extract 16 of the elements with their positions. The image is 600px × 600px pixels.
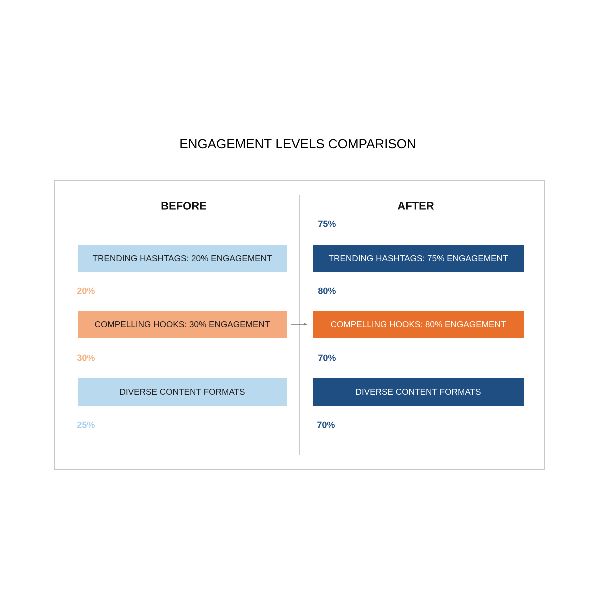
percentage-value: 30% xyxy=(77,354,95,362)
bar-box: TRENDING HASHTAGS: 20% ENGAGEMENT xyxy=(78,245,287,272)
column-heading: BEFORE xyxy=(162,202,206,210)
percentage-value: 20% xyxy=(78,288,95,294)
title: ENGAGEMENT LEVELS COMPARISON xyxy=(180,139,416,149)
column-heading: AFTER xyxy=(398,202,434,210)
bar-box: COMPELLING HOOKS: 80% ENGAGEMENT xyxy=(313,311,524,338)
bar-box: COMPELLING HOOKS: 30% ENGAGEMENT xyxy=(78,311,287,338)
percentage-value: 75% xyxy=(318,220,336,228)
percentage-value: 25% xyxy=(78,422,95,428)
percentage-value: 70% xyxy=(318,354,336,362)
bar-box: TRENDING HASHTAGS: 75% ENGAGEMENT xyxy=(313,245,524,272)
bar-box: DIVERSE CONTENT FORMATS xyxy=(78,378,287,406)
percentage-value: 80% xyxy=(318,288,336,294)
percentage-value: 70% xyxy=(318,422,335,428)
bar-box: DIVERSE CONTENT FORMATS xyxy=(313,378,524,406)
